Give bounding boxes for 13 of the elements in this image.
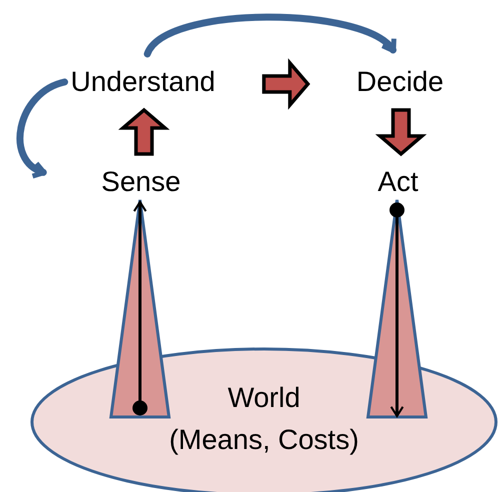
- curved-arrow: [144, 14, 397, 58]
- node-label: Act: [378, 166, 418, 198]
- node-label: Understand: [70, 66, 216, 98]
- spike-arrow: [109, 198, 171, 418]
- node-label: Decide: [356, 66, 444, 98]
- block-arrow: [375, 108, 427, 156]
- spike-arrow: [366, 198, 428, 418]
- node-label: (Means, Costs): [169, 423, 359, 457]
- node-label: Sense: [101, 166, 181, 198]
- curved-arrow: [16, 78, 68, 178]
- block-arrow: [262, 58, 310, 110]
- block-arrow: [118, 108, 170, 156]
- node-title: World: [228, 381, 300, 415]
